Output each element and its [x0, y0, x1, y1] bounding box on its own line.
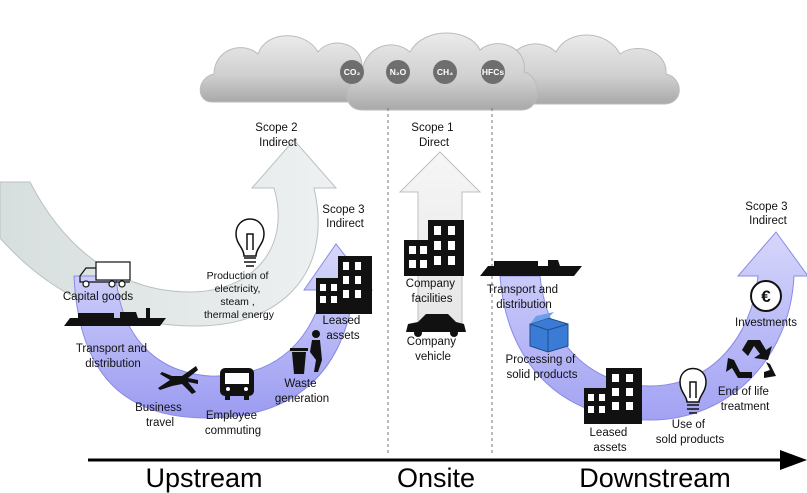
upstream-title: Upstream	[145, 463, 262, 493]
building-icon	[316, 256, 372, 314]
onsite-title: Onsite	[397, 463, 475, 493]
capital-goods-line1: Capital goods	[63, 291, 134, 303]
employee-commuting-line2: commuting	[205, 425, 261, 437]
capital-goods-label: Capital goods	[63, 291, 134, 303]
waste-line1: Waste	[284, 378, 316, 390]
gas-ch4-label: CH₄	[437, 67, 453, 77]
down-transport-line1: Transport and	[487, 284, 558, 296]
ship-icon	[64, 308, 166, 326]
scope3-up-line1: Scope 3	[322, 204, 364, 216]
down-transport-line2: distribution	[496, 299, 552, 311]
energy-label: Production of electricity, steam , therm…	[204, 270, 275, 321]
building-downstream-icon	[584, 368, 642, 424]
bus-icon	[220, 368, 254, 400]
gas-n2o-label: N₂O	[390, 67, 407, 77]
up-leased-line2: assets	[326, 330, 359, 342]
recycle-icon	[726, 340, 776, 378]
scope2-arrow	[0, 139, 338, 327]
euro-symbol: €	[761, 287, 771, 306]
truck-icon	[79, 261, 131, 288]
end-of-life-line2: treatment	[721, 401, 770, 413]
employee-commuting-label: Employee commuting	[205, 410, 261, 437]
scope2-line1: Scope 2	[255, 122, 297, 134]
gas-n2o: N₂O	[386, 60, 410, 84]
scope3-downstream-label: Scope 3 Indirect	[745, 201, 790, 227]
company-building-icon	[404, 220, 464, 276]
use-line2: sold products	[656, 434, 725, 446]
airplane-icon	[158, 366, 198, 394]
energy-line3: steam ,	[220, 296, 254, 308]
vehicle-line1: Company	[407, 336, 456, 348]
box-icon	[529, 312, 569, 353]
employee-commuting-line1: Employee	[206, 410, 257, 422]
up-leased-line1: Leased	[323, 315, 361, 327]
processing-line2: solid products	[507, 369, 578, 381]
processing-line1: Processing of	[506, 354, 576, 366]
value-chain-axis	[88, 450, 807, 470]
downstream-title: Downstream	[579, 463, 731, 493]
trash-icon	[290, 330, 322, 374]
investments-line1: Investments	[735, 317, 797, 329]
gas-hfcs-label: HFCs	[482, 67, 504, 77]
gas-ch4: CH₄	[433, 60, 457, 84]
waste-line2: generation	[275, 393, 329, 405]
company-facilities-label: Company facilities	[406, 278, 458, 305]
end-of-life-line1: End of life	[718, 386, 769, 398]
energy-line1: Production of	[207, 270, 269, 282]
scope3-up-line2: Indirect	[326, 218, 365, 230]
energy-line2: electricity,	[215, 283, 261, 295]
scope2-label: Scope 2 Indirect	[255, 122, 300, 149]
processing-label: Processing of solid products	[506, 354, 579, 381]
vehicle-line2: vehicle	[415, 351, 451, 363]
scope3-down-line2: Indirect	[749, 215, 788, 227]
facilities-line2: facilities	[412, 293, 453, 305]
upstream-transport-label: Transport and distribution	[76, 343, 150, 370]
scope1-label: Scope 1 Direct	[411, 122, 456, 149]
car-icon	[406, 314, 466, 337]
ship-downstream-icon	[480, 260, 582, 276]
scope3-down-line1: Scope 3	[745, 201, 787, 213]
use-line1: Use of	[672, 419, 706, 431]
facilities-line1: Company	[406, 278, 455, 290]
down-leased-line2: assets	[593, 442, 626, 454]
lightbulb-downstream-icon	[679, 367, 707, 414]
scope1-line1: Scope 1	[411, 122, 453, 134]
business-travel-line1: Business	[135, 402, 182, 414]
scope1-line2: Direct	[419, 137, 450, 149]
energy-line4: thermal energy	[204, 309, 275, 321]
down-leased-line1: Leased	[590, 427, 628, 439]
scope3-upstream-label: Scope 3 Indirect	[322, 204, 367, 230]
business-travel-line2: travel	[146, 417, 174, 429]
downstream-transport-label: Transport and distribution	[487, 284, 561, 311]
euro-icon: €	[750, 280, 782, 312]
use-of-products-label: Use of sold products	[656, 419, 725, 446]
business-travel-label: Business travel	[135, 402, 185, 429]
scope2-line2: Indirect	[259, 137, 298, 149]
lightbulb-icon	[235, 218, 265, 267]
upstream-leased-assets-label: Leased assets	[323, 315, 364, 342]
company-vehicle-label: Company vehicle	[407, 336, 459, 363]
investments-label: Investments	[735, 317, 797, 329]
up-transport-line2: distribution	[85, 358, 141, 370]
gas-co2: CO₂	[340, 60, 364, 84]
downstream-leased-assets-label: Leased assets	[590, 427, 631, 454]
waste-label: Waste generation	[275, 378, 329, 405]
end-of-life-label: End of life treatment	[718, 386, 772, 413]
gas-hfcs: HFCs	[481, 60, 505, 84]
gas-co2-label: CO₂	[344, 67, 361, 77]
up-transport-line1: Transport and	[76, 343, 147, 355]
